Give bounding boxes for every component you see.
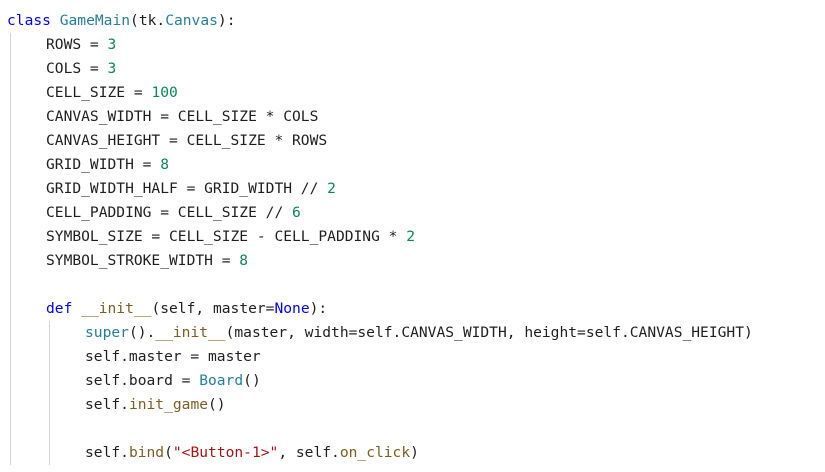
code-line[interactable]: self.init_game()	[85, 393, 226, 417]
code-token: __init__	[81, 300, 152, 317]
code-line[interactable]: CANVAS_HEIGHT = CELL_SIZE * ROWS	[46, 129, 327, 153]
code-token: class	[7, 12, 51, 29]
code-token: GRID_WIDTH_HALF = GRID_WIDTH //	[46, 180, 328, 197]
indent-guide	[49, 321, 50, 465]
code-token: 100	[151, 84, 178, 101]
code-token: (self, master=	[151, 300, 275, 317]
code-token: , self.	[278, 444, 340, 461]
code-token: def	[46, 300, 73, 317]
code-token: 2	[406, 228, 416, 245]
indent-guide	[10, 33, 11, 465]
code-token: 8	[239, 252, 249, 269]
code-token: "<Button-1>"	[172, 444, 279, 461]
code-line[interactable]: COLS = 3	[46, 57, 116, 81]
code-token: 6	[292, 204, 301, 221]
code-token: ):	[217, 12, 236, 29]
code-line[interactable]: self.master = master	[85, 345, 261, 369]
code-token: SYMBOL_STROKE_WIDTH =	[46, 252, 240, 269]
code-token: ):	[309, 300, 328, 317]
code-token: Board	[199, 372, 244, 389]
code-line[interactable]: SYMBOL_SIZE = CELL_SIZE - CELL_PADDING *…	[46, 225, 415, 249]
code-token: self.master = master	[85, 348, 261, 365]
code-token: CANVAS_HEIGHT = CELL_SIZE * ROWS	[46, 132, 328, 149]
code-line[interactable]: GRID_WIDTH_HALF = GRID_WIDTH // 2	[46, 177, 336, 201]
code-line[interactable]: ROWS = 3	[46, 33, 116, 57]
code-token: (tk.	[130, 12, 166, 29]
code-token: CANVAS_WIDTH = CELL_SIZE * COLS	[46, 108, 319, 125]
code-token: ()	[243, 372, 261, 389]
code-line[interactable]: GRID_WIDTH = 8	[46, 153, 169, 177]
code-line[interactable]: super().__init__(master, width=self.CANV…	[85, 321, 753, 345]
code-token: ()	[208, 396, 226, 413]
code-token: 2	[327, 180, 336, 197]
code-line[interactable]: CELL_SIZE = 100	[46, 81, 178, 105]
code-token: ROWS =	[46, 36, 108, 53]
code-token: GRID_WIDTH =	[46, 156, 161, 173]
code-line[interactable]: CANVAS_WIDTH = CELL_SIZE * COLS	[46, 105, 318, 129]
code-token: self.board =	[85, 372, 200, 389]
code-token: )	[410, 444, 419, 461]
code-token: (	[164, 444, 173, 461]
code-token: ().	[128, 324, 156, 341]
code-line[interactable]: self.bind("<Button-1>", self.on_click)	[85, 441, 419, 465]
code-token: __init__	[155, 324, 226, 341]
code-token: super	[85, 324, 129, 341]
code-token: bind	[128, 444, 165, 461]
code-line[interactable]: class GameMain(tk.Canvas):	[7, 9, 235, 33]
code-token: init_game	[128, 396, 209, 413]
code-token: None	[274, 300, 310, 317]
code-line[interactable]: CELL_PADDING = CELL_SIZE // 6	[46, 201, 301, 225]
code-token: COLS =	[46, 60, 108, 77]
code-line[interactable]: def __init__(self, master=None):	[46, 297, 327, 321]
code-token: (master, width=self.CANVAS_WIDTH, height…	[225, 324, 753, 341]
code-token: 3	[107, 36, 117, 53]
code-line[interactable]: self.board = Board()	[85, 369, 261, 393]
code-token	[51, 12, 60, 29]
code-token: on_click	[339, 444, 411, 461]
code-token: self.	[85, 444, 129, 461]
code-token: SYMBOL_SIZE = CELL_SIZE - CELL_PADDING *	[46, 228, 407, 245]
code-token: GameMain	[59, 12, 131, 29]
code-token	[72, 300, 81, 317]
code-token: self.	[85, 396, 129, 413]
code-token: CELL_PADDING = CELL_SIZE //	[46, 204, 293, 221]
code-line[interactable]: SYMBOL_STROKE_WIDTH = 8	[46, 249, 248, 273]
code-token: 3	[107, 60, 117, 77]
code-token: Canvas	[165, 12, 218, 29]
code-token: CELL_SIZE =	[46, 84, 152, 101]
code-token: 8	[160, 156, 170, 173]
